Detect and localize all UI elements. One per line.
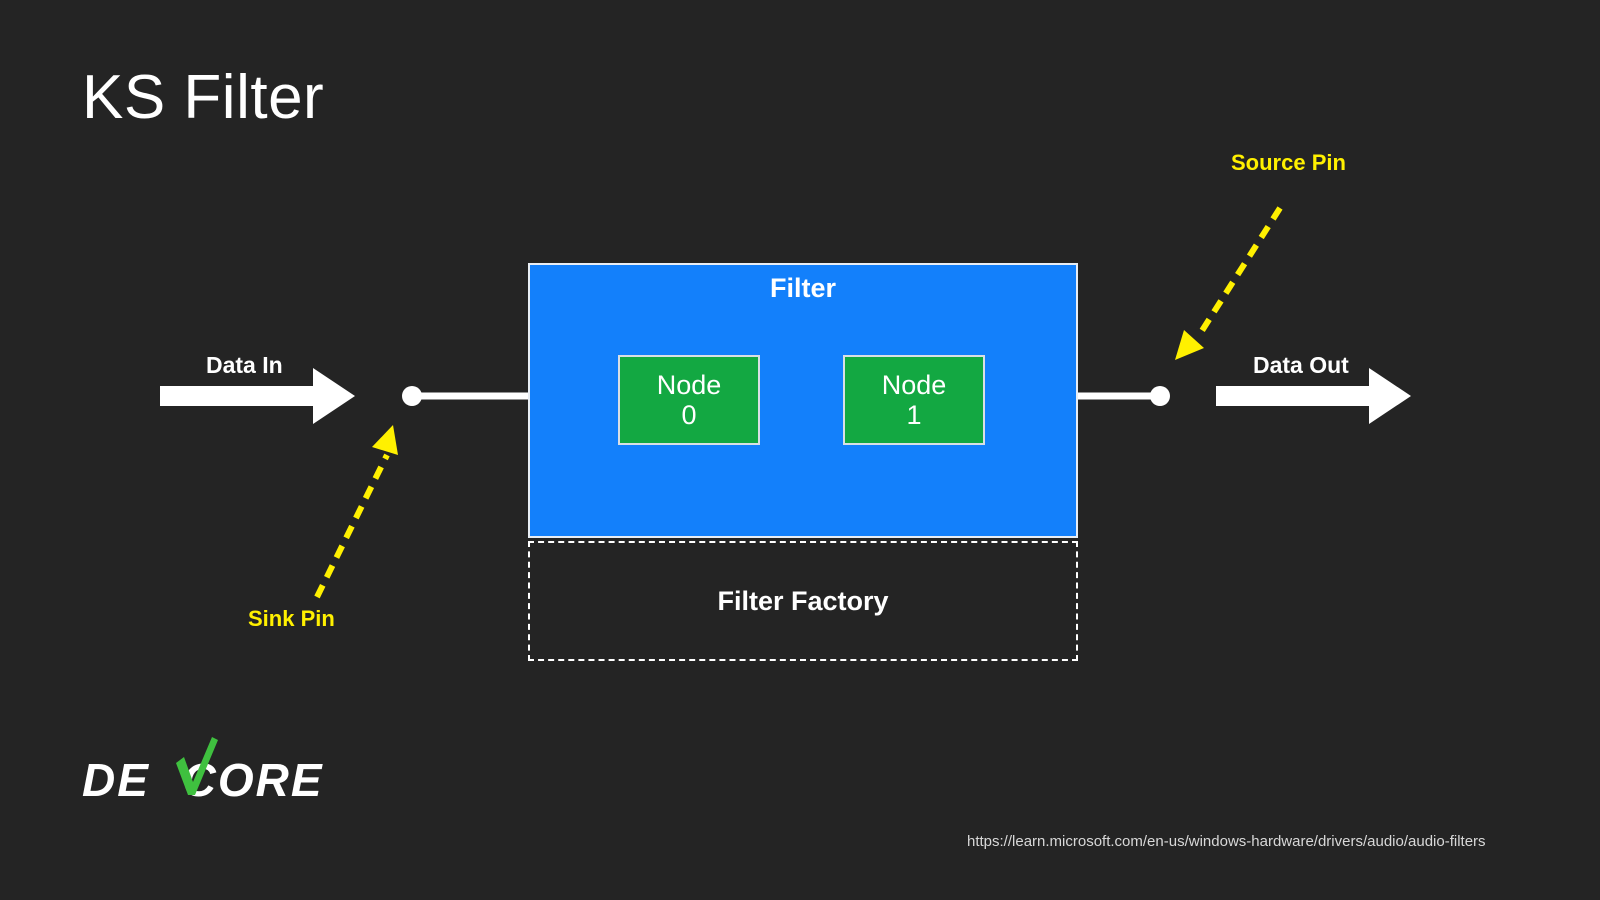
sink-pin-annotation-arrow: [314, 425, 398, 599]
logo-text-part1: DE: [82, 754, 150, 806]
node-0-index: 0: [681, 400, 697, 430]
filter-factory-box[interactable]: Filter Factory: [528, 541, 1078, 661]
node-1-index: 1: [906, 400, 922, 430]
filter-box[interactable]: Filter: [528, 263, 1078, 538]
sink-pin-label: Sink Pin: [248, 606, 335, 631]
filter-box-label: Filter: [769, 273, 836, 303]
data-out-label: Data Out: [1253, 352, 1349, 378]
data-in-label: Data In: [206, 352, 283, 378]
source-pin-label: Source Pin: [1231, 150, 1346, 175]
node-0-title: Node: [656, 369, 722, 400]
page-title: KS Filter: [82, 63, 325, 132]
devcore-logo: DEVCORE: [82, 737, 324, 807]
logo-wordmark: DEVCORE: [82, 737, 324, 807]
node-box-0[interactable]: Node 0: [618, 355, 760, 445]
sink-pin-connector: [402, 386, 530, 406]
filter-factory-label: Filter Factory: [717, 585, 889, 616]
source-url[interactable]: https://learn.microsoft.com/en-us/window…: [967, 833, 1486, 850]
source-pin-connector: [1076, 386, 1170, 406]
source-pin-annotation-arrow: [1175, 206, 1283, 360]
node-box-1[interactable]: Node 1: [843, 355, 985, 445]
node-1-title: Node: [881, 369, 947, 400]
logo-text-part2: CORE: [182, 754, 324, 806]
